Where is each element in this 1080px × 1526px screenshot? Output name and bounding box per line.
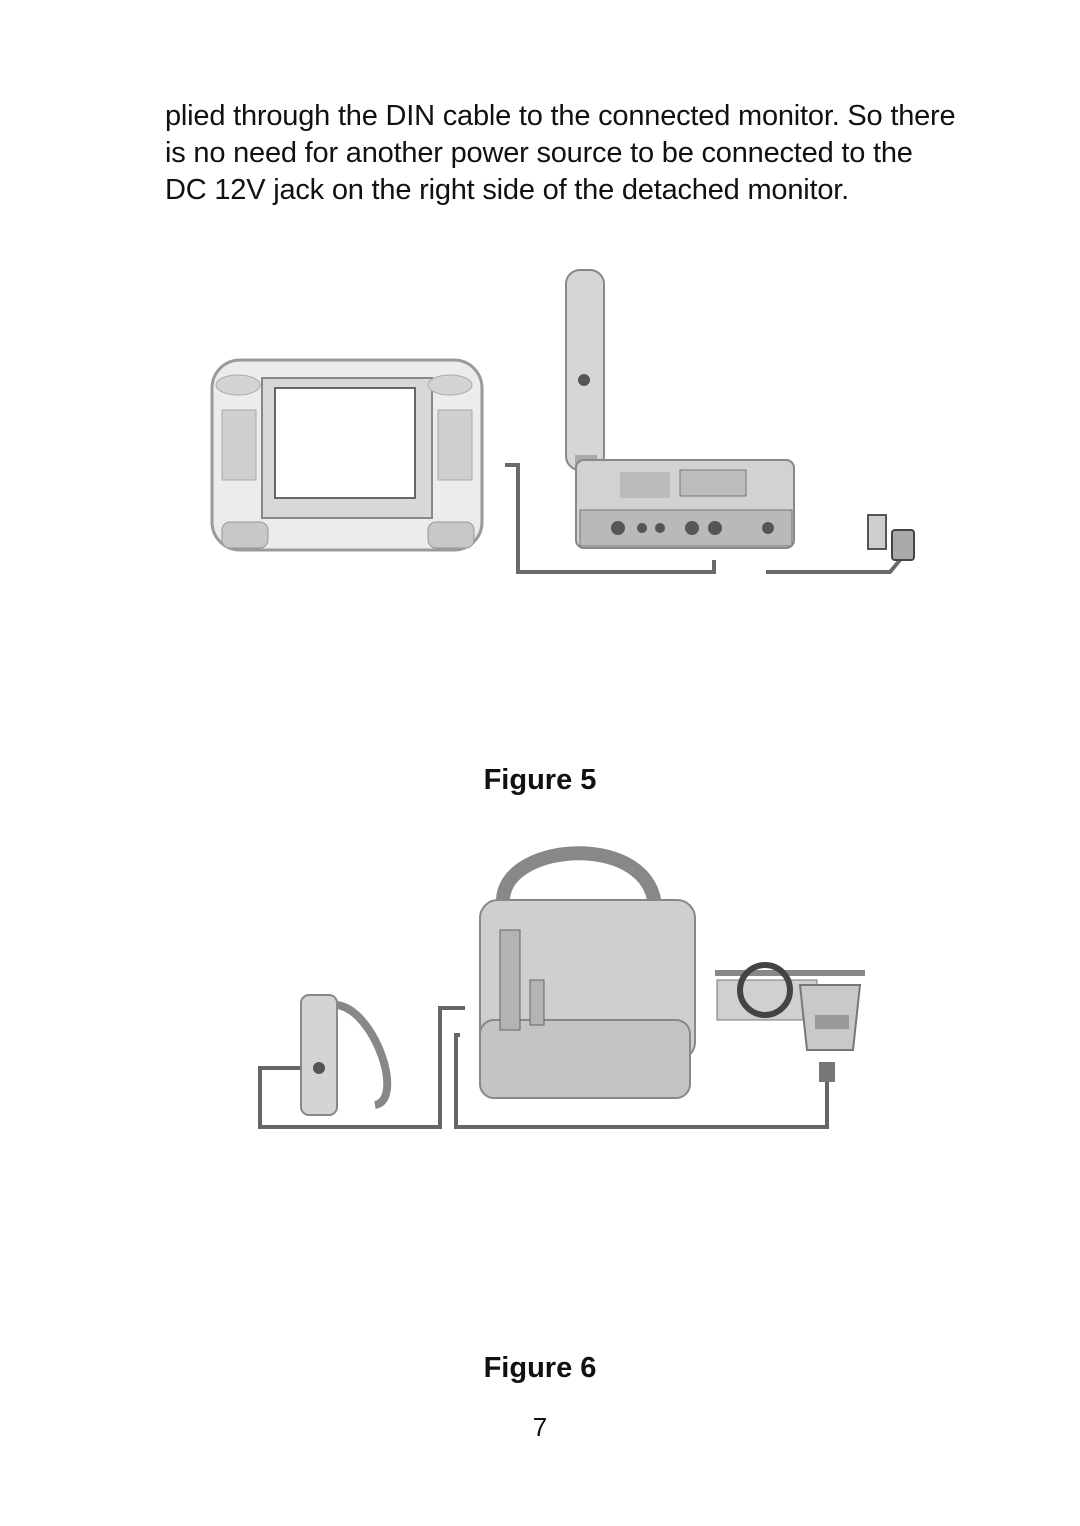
car-dashboard xyxy=(715,962,865,1051)
detached-monitor-side xyxy=(300,994,392,1116)
power-adapter xyxy=(867,514,915,561)
figure-5-illustration xyxy=(210,269,915,574)
body-paragraph: plied through the DIN cable to the conne… xyxy=(165,98,995,209)
figure-6-caption: Figure 6 xyxy=(483,1352,597,1384)
carry-bag xyxy=(479,846,696,1099)
figure-6-illustration xyxy=(258,846,865,1129)
paragraph-line-3: DC 12V jack on the right side of the det… xyxy=(165,174,849,206)
figure-5-caption: Figure 5 xyxy=(483,764,597,796)
detached-monitor-front xyxy=(210,358,484,552)
cables xyxy=(258,1006,829,1129)
cables xyxy=(505,463,902,574)
paragraph-line-1: plied through the DIN cable to the conne… xyxy=(165,100,956,132)
car-plug xyxy=(819,1062,835,1082)
main-unit-with-monitor xyxy=(565,269,795,549)
paragraph-line-2: is no need for another power source to b… xyxy=(165,137,913,169)
page-number: 7 xyxy=(532,1412,548,1442)
